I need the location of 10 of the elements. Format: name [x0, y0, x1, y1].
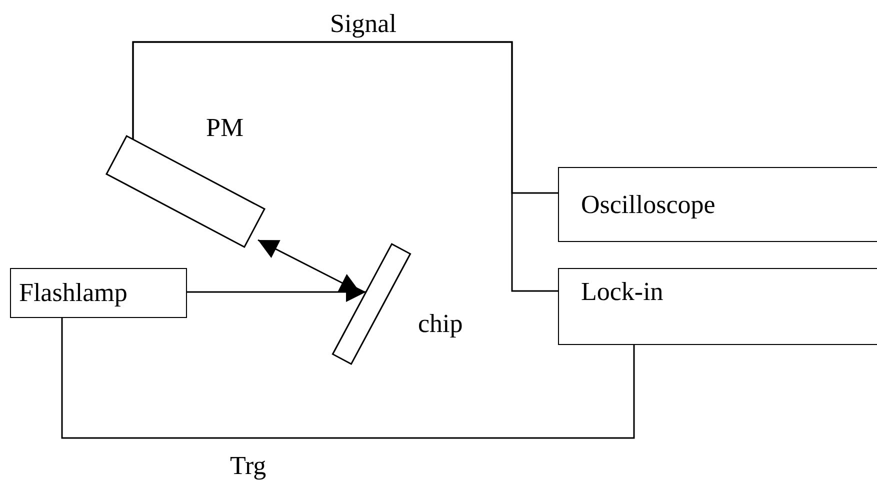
device-label: PM — [206, 114, 244, 143]
instrument-box — [558, 268, 877, 345]
connector-line — [132, 41, 558, 292]
instrument-box — [558, 167, 877, 242]
device-label: chip — [418, 310, 463, 339]
device-label: Flashlamp — [19, 278, 128, 308]
device-label: Lock-in — [581, 277, 664, 307]
instrument-box — [10, 268, 187, 318]
device-label: Oscilloscope — [581, 190, 716, 220]
connector-line — [61, 318, 635, 439]
